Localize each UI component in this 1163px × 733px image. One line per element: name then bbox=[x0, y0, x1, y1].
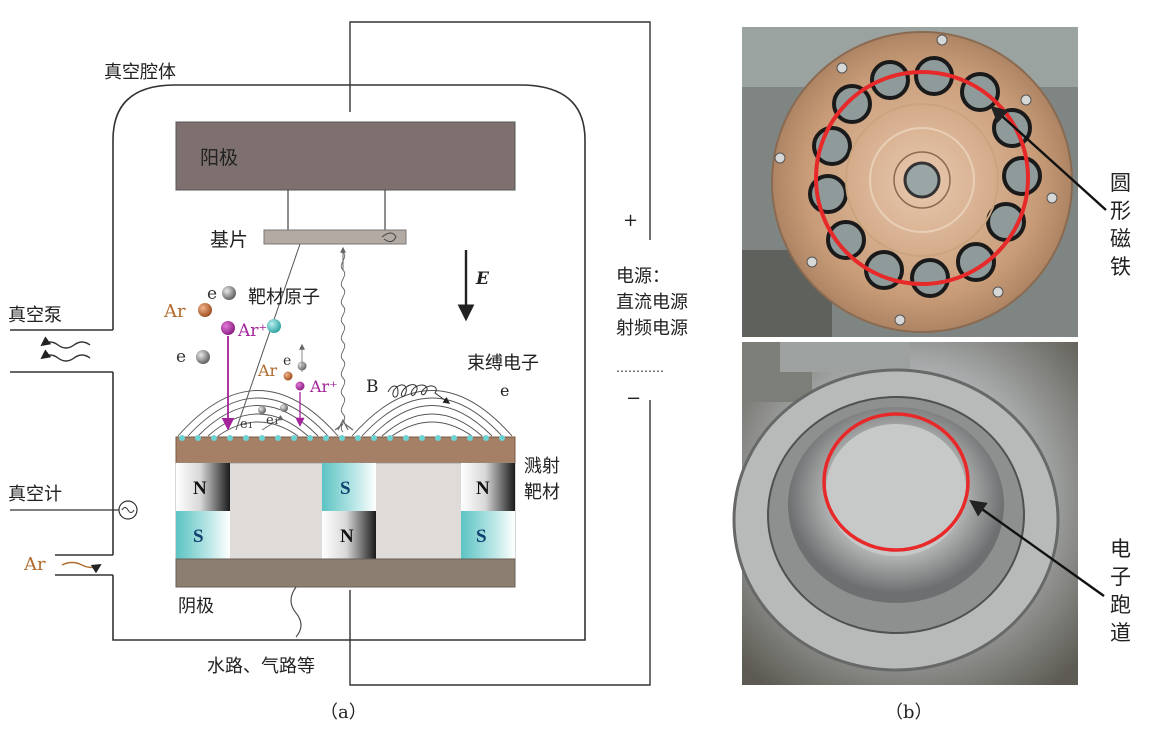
ar-atom-particle bbox=[198, 303, 212, 317]
magnet-label-top-center: S bbox=[340, 478, 351, 499]
substrate-plate bbox=[263, 229, 407, 245]
substrate-electron-loop bbox=[381, 232, 397, 243]
magnet-bottom-center bbox=[322, 511, 376, 559]
e-field-label: E bbox=[475, 269, 490, 289]
secondary-electron-arrow bbox=[261, 414, 284, 431]
sputter-target-label-1: 溅射 bbox=[524, 456, 560, 477]
power-gap bbox=[600, 240, 710, 400]
vacuum-gauge-label: 真空计 bbox=[8, 484, 62, 505]
impact-spark bbox=[334, 418, 354, 431]
ar-ion-particle-2 bbox=[295, 381, 305, 391]
gauge-symbol bbox=[121, 507, 135, 513]
magnet-label-char-1: 圆 bbox=[1110, 171, 1131, 195]
track-label-char-1: 电 bbox=[1110, 537, 1131, 561]
cathode-base bbox=[175, 558, 516, 588]
magnet-top-right bbox=[461, 463, 515, 511]
sputter-target-plate bbox=[175, 436, 516, 464]
vacuum-pump-label: 真空泵 bbox=[8, 305, 62, 326]
ar-ion-particle bbox=[221, 321, 235, 335]
panel-b: 圆 形 磁 铁 电 子 跑 道 （b） bbox=[732, 27, 1131, 723]
target-atom-label: 靶材原子 bbox=[248, 287, 320, 308]
electron-label-2: e bbox=[176, 347, 186, 367]
panel-a: 真空腔体 阳极 基片 E 靶材原子 Ar e Ar⁺ e Ar e Ar⁺ e₁… bbox=[8, 21, 710, 723]
target-surface-atoms bbox=[179, 435, 505, 441]
ar-ion-label-2: Ar⁺ bbox=[309, 377, 338, 396]
magnet-label-bottom-left: S bbox=[193, 526, 204, 547]
track-pointer-arrow bbox=[969, 500, 1105, 597]
electron-particle-1 bbox=[222, 286, 236, 300]
power-dots: ………… bbox=[616, 361, 664, 375]
magnet-label-bottom-center: N bbox=[340, 526, 354, 547]
magnet-bottom-left bbox=[176, 511, 230, 559]
power-title: 电源： bbox=[616, 266, 670, 287]
anode-label: 阳极 bbox=[200, 147, 238, 169]
track-photo bbox=[732, 342, 1105, 685]
electron-particle-4 bbox=[258, 406, 266, 414]
electron-spiral-vertical bbox=[340, 251, 346, 433]
magnet-red-ring bbox=[814, 70, 1030, 286]
water-gas-label: 水路、气路等 bbox=[207, 656, 315, 677]
vacuum-chamber-outline bbox=[112, 84, 586, 641]
b-field-label: B bbox=[366, 377, 379, 397]
power-plus: + bbox=[623, 210, 638, 231]
track-red-ring bbox=[822, 412, 970, 552]
sputter-target-label-2: 靶材 bbox=[524, 482, 560, 503]
water-gas-line bbox=[290, 586, 302, 638]
electron-label-3: e bbox=[283, 353, 291, 369]
power-dc: 直流电源 bbox=[616, 292, 688, 313]
substrate-label: 基片 bbox=[210, 229, 248, 251]
ar-label: Ar bbox=[163, 301, 186, 322]
bound-electron-label: 束缚电子 bbox=[467, 353, 539, 374]
bolts bbox=[774, 34, 1058, 326]
pump-flow-arrow-1 bbox=[40, 336, 91, 349]
track-label-char-4: 道 bbox=[1110, 621, 1131, 645]
e1-label-2: e₁ bbox=[266, 413, 279, 428]
ar-inlet-arrow bbox=[61, 561, 102, 574]
pump-flow-arrow-2 bbox=[40, 349, 91, 362]
bound-electron-path bbox=[387, 384, 451, 404]
cathode-label: 阴极 bbox=[178, 596, 214, 617]
electron-particle-2 bbox=[196, 350, 210, 364]
bound-electron-e-label: e bbox=[500, 381, 509, 400]
magnet-bottom-right bbox=[461, 511, 515, 559]
power-minus: − bbox=[626, 388, 641, 409]
ar-inlet-label: Ar bbox=[23, 554, 46, 575]
panel-b-caption: （b） bbox=[885, 702, 933, 723]
magnet-label-char-2: 形 bbox=[1110, 199, 1131, 223]
magnet-label-top-left: N bbox=[193, 478, 207, 499]
target-atom-particle bbox=[267, 319, 281, 333]
track-label-char-2: 子 bbox=[1110, 565, 1131, 589]
electron-particle-5 bbox=[280, 404, 288, 412]
anode-block bbox=[175, 121, 516, 191]
magnet-label-char-4: 铁 bbox=[1110, 255, 1131, 279]
ar-atom-particle-2 bbox=[283, 371, 293, 381]
magnet-label-char-3: 磁 bbox=[1110, 227, 1131, 251]
magnet-top-center bbox=[322, 463, 376, 511]
track-label-char-3: 跑 bbox=[1110, 593, 1131, 617]
chamber-label: 真空腔体 bbox=[104, 62, 176, 83]
magnet-photo bbox=[742, 27, 1107, 337]
magnet-top-left bbox=[176, 463, 230, 511]
panel-a-caption: （a） bbox=[320, 702, 367, 723]
ar-label-2: Ar bbox=[257, 361, 278, 380]
e1-label-1: e₁ bbox=[240, 417, 253, 432]
electron-label-1: e bbox=[207, 284, 217, 304]
magnetic-field-arcs bbox=[177, 390, 513, 437]
ar-ion-label: Ar⁺ bbox=[237, 321, 267, 341]
magnet-pointer-arrow bbox=[990, 105, 1107, 211]
center-magnet bbox=[903, 161, 941, 199]
magnet-label-top-right: N bbox=[476, 478, 490, 499]
power-rf: 射频电源 bbox=[616, 318, 688, 339]
magnet-label-bottom-right: S bbox=[476, 526, 487, 547]
